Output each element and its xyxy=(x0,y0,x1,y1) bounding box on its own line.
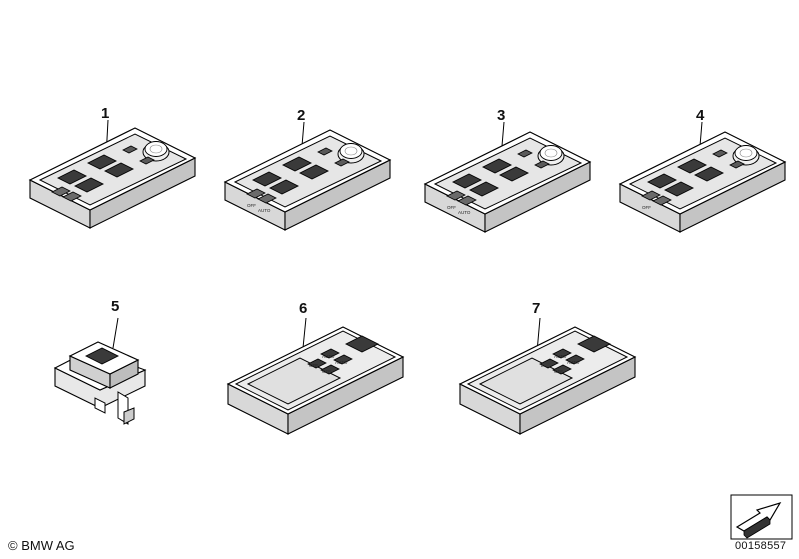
document-number: 00158557 xyxy=(735,540,787,552)
part-4-key-label-1: OFF xyxy=(642,205,651,210)
part-2-callout: 2 xyxy=(297,107,305,124)
part-6-key-label-4: AUTO xyxy=(335,360,348,365)
part-7-key-label-3: OFF xyxy=(554,369,563,374)
part-2-key-label-2: AUTO xyxy=(258,208,271,213)
part-7-key-label-1: L xyxy=(541,363,544,368)
part-5-single-window-switch: 5 xyxy=(54,298,146,425)
part-2-window-switch-with-mirror-control: OFF AUTO 2 xyxy=(224,107,391,231)
part-4-window-switch-with-mirror-control: OFF 4 xyxy=(619,107,786,233)
part-6-flat-window-switch-panel: OFF AUTO OFF AUTO 6 xyxy=(227,300,404,435)
part-6-callout: 6 xyxy=(299,300,307,317)
part-3-key-label-2: AUTO xyxy=(458,210,471,215)
part-6-key-label-2: AUTO xyxy=(322,354,335,359)
part-3-callout: 3 xyxy=(497,107,505,124)
part-5-callout: 5 xyxy=(111,298,119,315)
part-6-key-label-3: OFF xyxy=(322,369,331,374)
part-2-key-label-1: OFF xyxy=(247,203,256,208)
part-7-key-label-4: AUTO xyxy=(567,360,580,365)
part-3-key-label-1: OFF xyxy=(447,205,456,210)
part-1-window-switch-with-mirror-control: 1 xyxy=(29,105,196,229)
part-1-callout: 1 xyxy=(101,105,109,122)
part-7-flat-window-switch-panel: L AUTO OFF AUTO 7 xyxy=(459,300,636,435)
part-4-callout: 4 xyxy=(696,107,705,124)
part-3-window-switch-with-mirror-control: OFF AUTO 3 xyxy=(424,107,591,233)
part-7-callout: 7 xyxy=(532,300,540,317)
part-6-key-label-1: OFF xyxy=(309,363,318,368)
copyright-text: © BMW AG xyxy=(8,538,75,553)
direction-arrow-icon xyxy=(730,494,793,540)
part-7-key-label-2: AUTO xyxy=(554,354,567,359)
